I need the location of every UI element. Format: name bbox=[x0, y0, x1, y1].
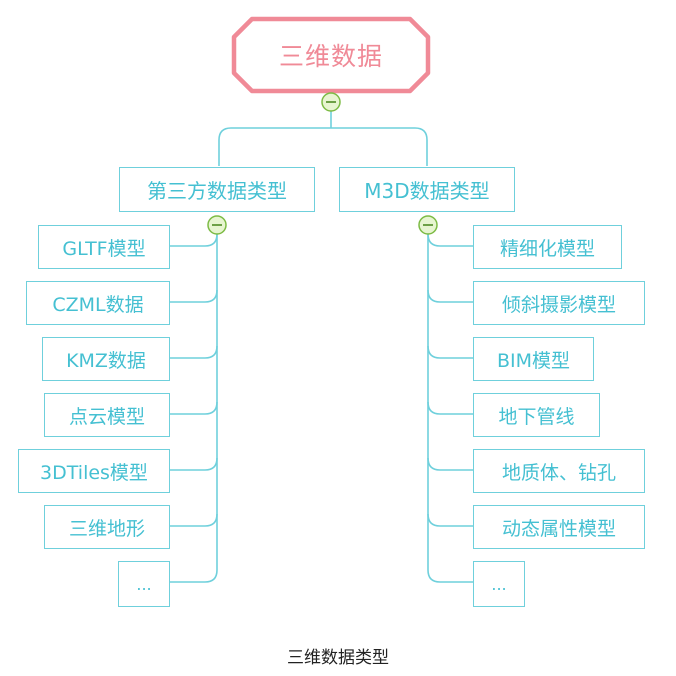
leaf-node-bim[interactable]: BIM模型 bbox=[473, 337, 594, 381]
branch-label: M3D数据类型 bbox=[364, 179, 490, 203]
leaf-label: 地下管线 bbox=[498, 405, 575, 428]
leaf-label: 动态属性模型 bbox=[501, 517, 616, 540]
leaf-node-terrain[interactable]: 三维地形 bbox=[44, 505, 170, 549]
leaf-label: 三维地形 bbox=[68, 517, 145, 540]
right-child-connectors bbox=[427, 233, 473, 527]
left-child-connectors bbox=[170, 233, 218, 527]
leaf-label: CZML数据 bbox=[52, 293, 144, 316]
leaf-label: 精细化模型 bbox=[499, 237, 595, 260]
root-connector bbox=[218, 111, 428, 166]
leaf-label: GLTF模型 bbox=[62, 237, 146, 260]
branch-node-m3d[interactable]: M3D数据类型 bbox=[339, 167, 515, 212]
leaf-node-gltf[interactable]: GLTF模型 bbox=[38, 225, 170, 269]
root-collapse-icon[interactable] bbox=[321, 92, 341, 112]
leaf-label: 地质体、钻孔 bbox=[501, 461, 616, 484]
figure-caption: 三维数据类型 bbox=[287, 648, 389, 668]
leaf-node-pipeline[interactable]: 地下管线 bbox=[473, 393, 600, 437]
left-trunk bbox=[170, 233, 218, 583]
leaf-node-3dtiles[interactable]: 3DTiles模型 bbox=[18, 449, 170, 493]
leaf-label: BIM模型 bbox=[496, 349, 571, 372]
leaf-label: KMZ数据 bbox=[66, 349, 146, 372]
branch-label: 第三方数据类型 bbox=[147, 179, 287, 203]
right-trunk bbox=[427, 233, 473, 583]
leaf-node-fine-model[interactable]: 精细化模型 bbox=[473, 225, 622, 269]
leaf-label: 倾斜摄影模型 bbox=[501, 293, 616, 316]
leaf-node-geology[interactable]: 地质体、钻孔 bbox=[473, 449, 645, 493]
leaf-label: ... bbox=[136, 574, 152, 594]
left-branch-collapse-icon[interactable] bbox=[207, 215, 227, 235]
right-branch-collapse-icon[interactable] bbox=[418, 215, 438, 235]
leaf-node-czml[interactable]: CZML数据 bbox=[26, 281, 170, 325]
leaf-node-kmz[interactable]: KMZ数据 bbox=[42, 337, 170, 381]
leaf-node-point-cloud[interactable]: 点云模型 bbox=[44, 393, 170, 437]
leaf-node-dynamic-model[interactable]: 动态属性模型 bbox=[473, 505, 645, 549]
leaf-node-more-left[interactable]: ... bbox=[118, 561, 170, 607]
leaf-label: ... bbox=[491, 574, 507, 594]
root-node-label[interactable]: 三维数据 bbox=[278, 42, 383, 71]
leaf-label: 3DTiles模型 bbox=[40, 461, 148, 484]
leaf-node-more-right[interactable]: ... bbox=[473, 561, 525, 607]
leaf-label: 点云模型 bbox=[68, 405, 145, 428]
root-node-shape bbox=[231, 16, 431, 94]
leaf-node-oblique[interactable]: 倾斜摄影模型 bbox=[473, 281, 645, 325]
branch-node-third-party[interactable]: 第三方数据类型 bbox=[119, 167, 315, 212]
